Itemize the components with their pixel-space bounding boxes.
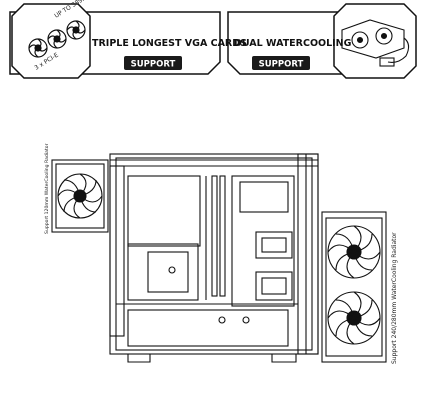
- water-title: DUAL WATERCOOLING: [234, 38, 352, 49]
- pci-slots: [205, 175, 226, 300]
- vga-support-text: SUPPORT: [131, 60, 176, 70]
- water-support-text: SUPPORT: [259, 60, 304, 70]
- vga-fan-icon: [28, 20, 86, 58]
- right-radiator: [321, 211, 387, 363]
- water-support-pill: [252, 56, 310, 70]
- case-drawing: [109, 153, 319, 363]
- vga-support-pill: [124, 56, 182, 70]
- radiator-icon: [341, 19, 410, 67]
- left-radiator-label: Support 120mm WaterCooling Radiator: [44, 143, 50, 234]
- vga-title: TRIPLE LONGEST VGA CARDS: [92, 38, 247, 49]
- left-radiator: [51, 159, 109, 233]
- right-radiator-label: Support 240/280mm WaterCooling Radiator: [391, 232, 398, 364]
- watercooling-support-badge: DUAL WATERCOOLING SUPPORT: [227, 3, 417, 79]
- vga-support-badge: UP TO 389mm 3 x PCI-E TRIPLE LONGEST VGA…: [9, 0, 247, 79]
